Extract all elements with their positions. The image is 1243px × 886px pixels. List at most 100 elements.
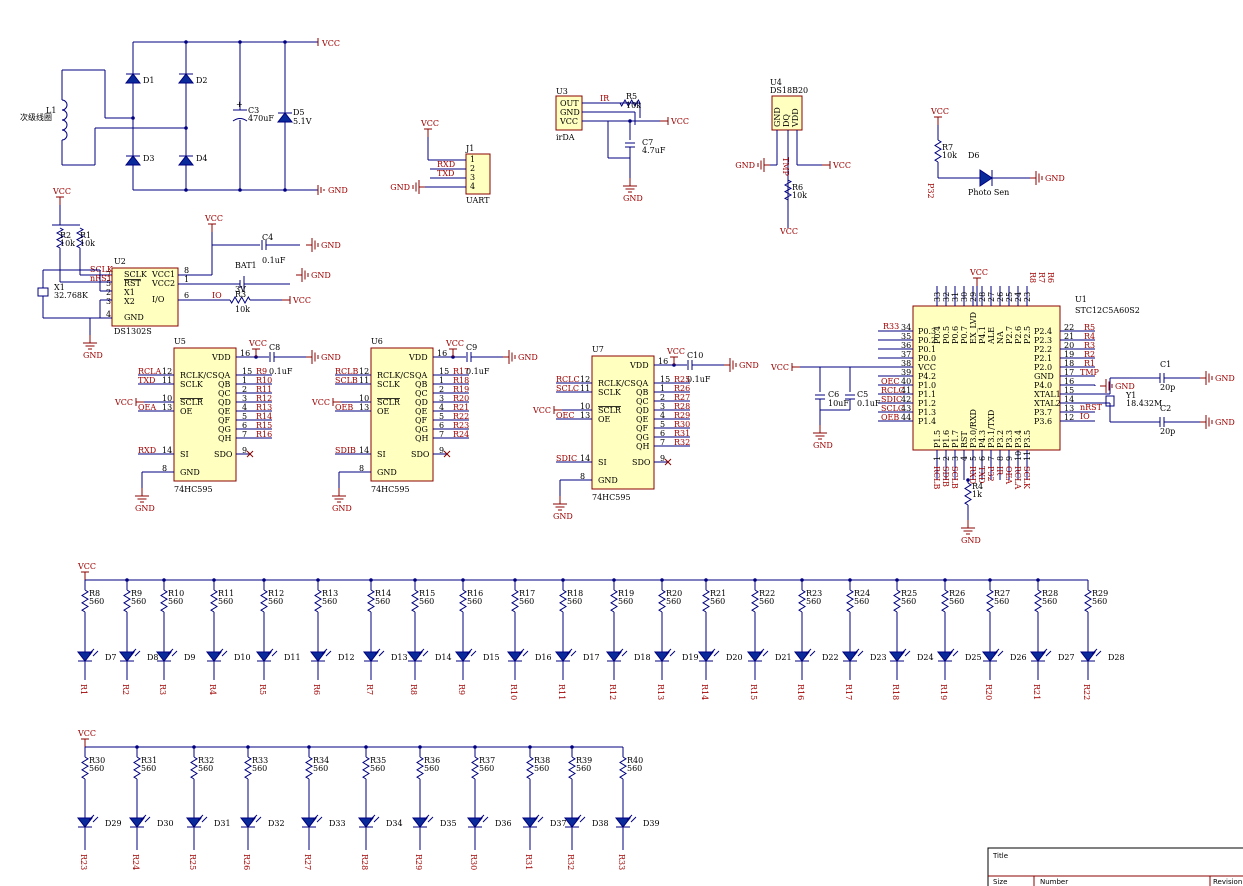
label: OEC (881, 377, 900, 386)
resistor (986, 589, 994, 613)
led-arrow (669, 650, 676, 657)
label: P4.0 (1034, 381, 1052, 390)
label: 10k (792, 191, 807, 200)
label: 11 (359, 376, 369, 385)
gnd-label: GND (332, 504, 352, 513)
label: 21 (1064, 332, 1074, 341)
label: 10 (162, 394, 172, 403)
label: 12 (580, 375, 590, 384)
led-arrow (904, 650, 911, 657)
label: 2 (106, 288, 111, 297)
label: ALE (987, 327, 996, 345)
label: STC12C5A60S2 (1075, 306, 1140, 315)
resistor (610, 589, 618, 613)
diode-body (466, 817, 484, 828)
diode-body (653, 651, 671, 662)
label: D22 (822, 653, 839, 662)
label: 560 (322, 597, 337, 606)
no-connect (664, 458, 672, 466)
label: 20p (1160, 427, 1175, 436)
photo-diode (979, 169, 993, 187)
label: P0.1 (918, 345, 936, 354)
label: OEC (556, 411, 575, 420)
gnd-label: GND (321, 353, 341, 362)
label: D4 (196, 154, 208, 163)
label: 12 (1064, 413, 1074, 422)
led-arrow (267, 648, 274, 655)
label: D7 (105, 653, 117, 662)
led-arrow (575, 814, 582, 821)
label: 5 (106, 279, 111, 288)
label: 560 (576, 764, 591, 773)
diode-body (936, 651, 954, 662)
net-label: OEA (1004, 466, 1013, 484)
gnd-label: GND (1215, 374, 1235, 383)
vcc-label: VCC (670, 117, 689, 126)
label: QC (218, 389, 231, 398)
label: SI (180, 450, 189, 459)
net-label: R9 (457, 684, 466, 695)
net-label: R23 (79, 854, 88, 870)
diode-body (309, 651, 327, 662)
vcc-label: VCC (114, 398, 133, 407)
label: D32 (268, 819, 285, 828)
label: R9 (131, 589, 142, 598)
junction-dot (212, 578, 216, 582)
junction-dot (238, 40, 242, 44)
label: U1 (1075, 295, 1087, 304)
label: U6 (371, 337, 383, 346)
label: 1 (184, 275, 189, 284)
junction-dot (262, 578, 266, 582)
coil-turn (61, 119, 68, 131)
label: P2.6 (1014, 326, 1023, 344)
led-arrow (271, 650, 278, 657)
label: C3 (248, 106, 259, 115)
net-label: RCLA (1013, 466, 1022, 489)
label: VDD (791, 108, 800, 128)
resistor (411, 589, 419, 613)
net-label: R17 (844, 684, 853, 700)
resistor (798, 589, 806, 613)
label: 28 (978, 292, 987, 302)
label: 4 (242, 403, 247, 412)
label: D21 (775, 653, 792, 662)
led-arrow (1041, 648, 1048, 655)
label: C9 (466, 343, 477, 352)
label: VDD (408, 353, 428, 362)
net-label: R4 (208, 684, 217, 695)
junction-dot (246, 745, 250, 749)
resistor (941, 589, 949, 613)
label: R37 (479, 756, 495, 765)
label: 560 (89, 764, 104, 773)
label: X2 (124, 297, 135, 306)
junction-dot (192, 745, 196, 749)
vcc-label: VCC (930, 107, 949, 116)
label: R35 (370, 756, 386, 765)
led-arrow (466, 648, 473, 655)
junction-dot (966, 478, 970, 482)
label: 4 (470, 182, 475, 191)
label: P2.0 (1034, 363, 1052, 372)
label: QA (218, 371, 231, 380)
label: 560 (806, 597, 821, 606)
net-label: R13 (656, 684, 665, 700)
led-arrow (378, 650, 385, 657)
net-label: R31 (524, 854, 533, 870)
label: 560 (949, 597, 964, 606)
label: 8 (996, 456, 1005, 461)
label: R6 (792, 183, 803, 192)
label: R36 (424, 756, 440, 765)
label: NA (996, 331, 1005, 344)
net-label: R26 (242, 854, 251, 870)
resistor (133, 756, 141, 780)
net-label: R25 (188, 854, 197, 870)
label: D26 (1010, 653, 1027, 662)
label: D8 (147, 653, 159, 662)
label: R22 (453, 412, 469, 421)
led-arrow (570, 650, 577, 657)
label: VCC (917, 363, 936, 372)
gnd-label: GND (623, 194, 643, 203)
led-arrow (167, 648, 174, 655)
label: 13 (580, 411, 590, 420)
led-arrow (762, 650, 769, 657)
